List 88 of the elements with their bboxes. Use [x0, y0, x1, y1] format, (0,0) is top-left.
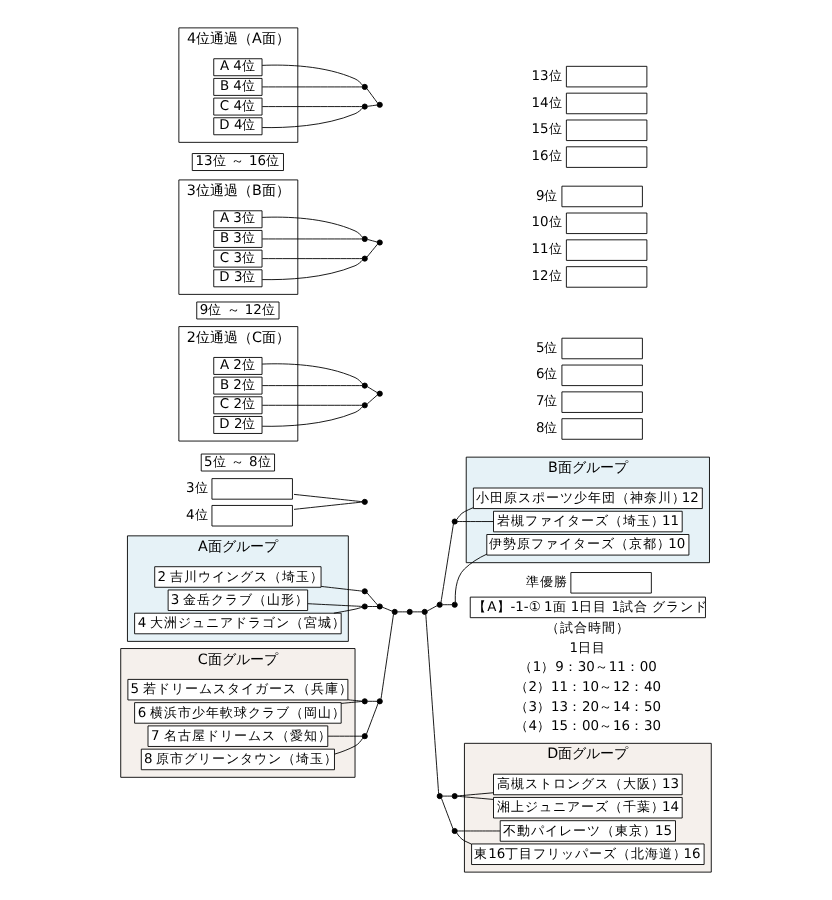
connector	[457, 792, 494, 797]
node-point	[361, 588, 368, 595]
node-point	[376, 603, 383, 610]
node-box	[565, 65, 648, 88]
connector	[261, 238, 363, 240]
connector	[333, 606, 363, 614]
node-point	[361, 83, 368, 90]
connector	[381, 606, 393, 612]
node-point	[376, 390, 383, 397]
connector	[457, 830, 501, 832]
connector	[293, 493, 363, 503]
connector	[327, 735, 363, 737]
connector	[293, 501, 363, 510]
node-point	[376, 101, 383, 108]
node-point	[451, 518, 458, 525]
node-point	[361, 698, 368, 705]
node-point	[436, 601, 443, 608]
node-box	[565, 146, 648, 168]
node-point	[361, 402, 368, 409]
node-point	[436, 793, 443, 800]
connector	[442, 795, 453, 797]
connector	[457, 521, 494, 522]
connector	[426, 605, 438, 612]
connector	[367, 700, 378, 702]
connector	[261, 385, 363, 387]
node-point	[391, 608, 398, 615]
connector	[366, 88, 378, 104]
node-point	[361, 103, 368, 110]
node-box	[565, 119, 648, 141]
connector	[397, 611, 408, 613]
connector	[366, 592, 378, 606]
node-box	[561, 391, 643, 413]
connector	[456, 832, 472, 845]
connector	[442, 604, 453, 606]
node-point	[361, 235, 368, 242]
connector	[454, 553, 488, 603]
connector	[457, 795, 494, 800]
connector	[340, 701, 363, 704]
node-box	[565, 92, 648, 115]
node-box	[211, 478, 293, 500]
node-point	[361, 255, 368, 262]
node-box	[570, 572, 652, 594]
connector	[441, 797, 454, 830]
connector	[334, 737, 364, 755]
connector	[261, 404, 363, 406]
node-point	[451, 601, 458, 608]
node-point	[376, 239, 383, 246]
node-box	[565, 212, 648, 234]
connector	[366, 394, 378, 405]
node-box	[211, 505, 293, 527]
node-point	[421, 608, 428, 615]
connector	[261, 259, 363, 281]
connector	[367, 606, 378, 607]
connector	[261, 64, 364, 86]
node-box	[565, 239, 648, 261]
connector	[440, 523, 454, 603]
connector	[456, 507, 474, 520]
node-box	[565, 266, 648, 288]
connector	[307, 603, 363, 607]
connector	[367, 104, 378, 107]
connector	[380, 613, 394, 700]
connector	[347, 699, 363, 702]
connector	[366, 702, 379, 735]
node-box	[561, 364, 643, 387]
connector	[261, 258, 363, 260]
node-box	[561, 185, 643, 208]
connector	[366, 243, 378, 258]
connector	[261, 106, 363, 108]
node-point	[451, 793, 458, 800]
connector	[261, 107, 363, 129]
node-point	[406, 608, 413, 615]
connector	[412, 611, 423, 613]
node-point	[376, 698, 383, 705]
connector	[367, 239, 378, 243]
connector	[261, 363, 364, 385]
connector	[366, 386, 378, 394]
node-box	[561, 337, 643, 360]
connector	[261, 406, 363, 427]
connector	[261, 86, 363, 88]
node-point	[451, 827, 458, 834]
connector	[425, 614, 440, 795]
node-point	[361, 498, 368, 505]
connector	[261, 216, 364, 238]
node-point	[361, 382, 368, 389]
node-point	[361, 733, 368, 740]
node-point	[361, 603, 368, 610]
connector	[320, 585, 363, 592]
node-box	[561, 418, 643, 440]
